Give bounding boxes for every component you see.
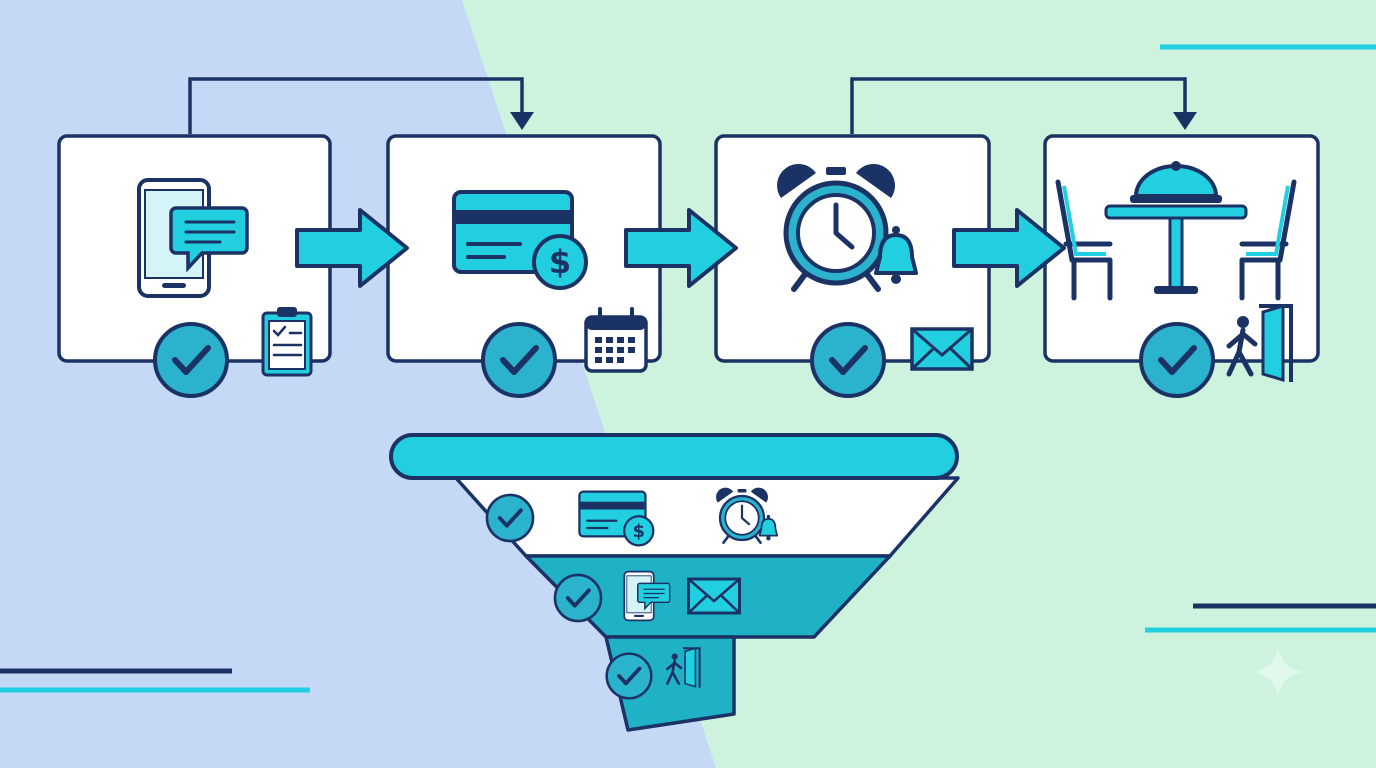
skip-arrow-3-to-4 [850, 77, 1197, 134]
accent-lines-bottom-right [1145, 603, 1376, 633]
clipboard-checklist-icon [261, 305, 313, 377]
accent-lines-bottom-left [0, 668, 310, 693]
calendar-icon [584, 307, 648, 373]
check-circle-icon [812, 324, 884, 396]
envelope-icon [910, 327, 974, 371]
check-circle-icon [485, 493, 535, 543]
check-circle-icon [1141, 324, 1213, 396]
check-circle-icon [155, 324, 227, 396]
credit-card-dollar-icon [452, 190, 588, 290]
check-circle-icon [553, 573, 603, 623]
check-circle-icon [483, 324, 555, 396]
credit-card-dollar-icon [578, 490, 655, 547]
sparkle-icon [1254, 648, 1302, 696]
funnel-rim [389, 433, 959, 480]
envelope-icon [687, 577, 741, 615]
skip-arrow-1-to-2 [188, 77, 534, 134]
check-circle-icon [604, 651, 654, 701]
